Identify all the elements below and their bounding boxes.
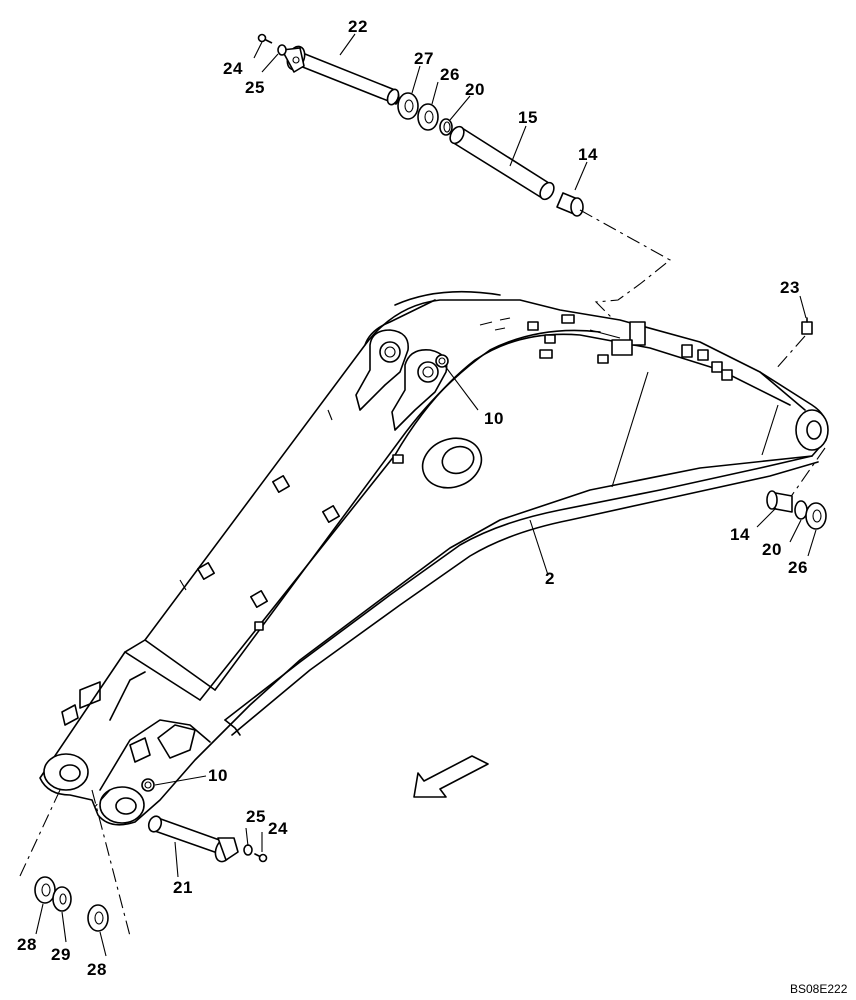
label-10-lower: 10 [208, 766, 228, 785]
tip-pin-set [766, 447, 827, 530]
leader-lines [35, 33, 817, 957]
label-2: 2 [545, 569, 555, 588]
label-24-bottom: 24 [268, 819, 288, 838]
foot-pin-assembly [19, 789, 268, 937]
label-26-tip: 26 [788, 558, 808, 577]
label-22: 22 [348, 17, 368, 36]
label-21: 21 [173, 878, 193, 897]
label-10-upper: 10 [484, 409, 504, 428]
label-29: 29 [51, 945, 71, 964]
label-25-bottom: 25 [246, 807, 266, 826]
bolt-23 [774, 317, 813, 371]
drawing-code: BS08E222 [790, 982, 848, 996]
label-14-tip: 14 [730, 525, 750, 544]
label-26-top: 26 [440, 65, 460, 84]
label-20-tip: 20 [762, 540, 782, 559]
upper-pin-assembly [257, 33, 671, 319]
label-28-right: 28 [87, 960, 107, 979]
label-20-top: 20 [465, 80, 485, 99]
part-labels: 22 24 25 27 26 20 15 14 23 10 14 20 26 2… [17, 17, 808, 979]
label-23: 23 [780, 278, 800, 297]
front-direction-arrow-icon [413, 755, 489, 798]
label-27: 27 [414, 49, 434, 68]
label-24-top: 24 [223, 59, 243, 78]
label-15: 15 [518, 108, 538, 127]
label-25-top: 25 [245, 78, 265, 97]
label-14-top: 14 [578, 145, 598, 164]
boom-body [39, 290, 829, 826]
label-28-left: 28 [17, 935, 37, 954]
